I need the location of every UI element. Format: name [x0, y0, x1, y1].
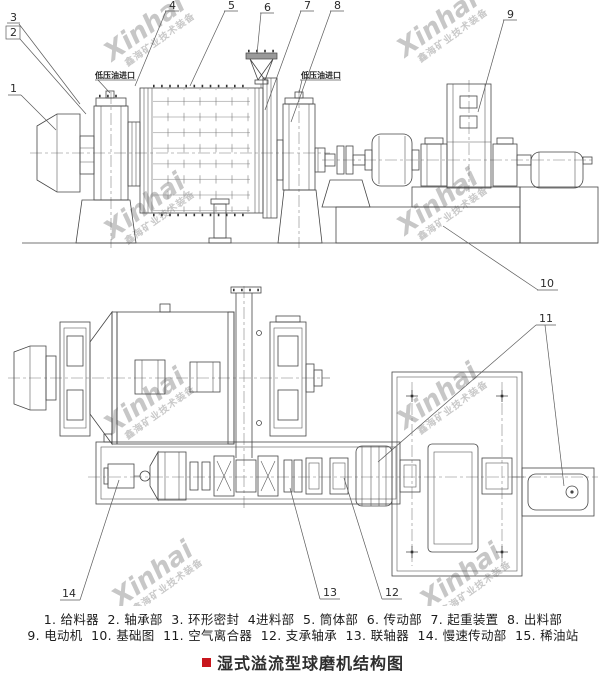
drum-plan	[89, 303, 235, 446]
reducer	[157, 451, 187, 501]
feed-part	[127, 121, 141, 187]
drive-base-plan	[95, 433, 401, 505]
title-bullet	[201, 657, 211, 667]
motor-plan	[427, 443, 479, 553]
watermark-brand: Xinhai	[97, 0, 192, 69]
callout-7: 7	[304, 0, 311, 12]
coupling-flange-a	[283, 459, 293, 493]
callout-5: 5	[228, 0, 235, 12]
air-clutch	[355, 445, 393, 507]
motor	[530, 151, 584, 189]
callout-3: 3	[10, 11, 17, 24]
callout-13: 13	[323, 586, 337, 599]
legend-line-2: 9. 电动机 10. 基础图 11. 空气离合器 12. 支承轴承 13. 联轴…	[27, 628, 579, 643]
mill-shell	[139, 84, 264, 217]
manhole-2	[189, 361, 221, 393]
callout-12: 12	[385, 586, 399, 599]
discharge-part	[276, 91, 326, 191]
plan-view: 11 12 13 14	[8, 286, 598, 601]
callout-2-box	[5, 25, 21, 40]
callout-4: 4	[169, 0, 176, 12]
pinion-bearing-a	[213, 455, 235, 497]
page-title: 湿式溢流型球磨机结构图	[216, 654, 404, 673]
coupling-flange-b	[293, 459, 303, 493]
callout-9: 9	[507, 8, 514, 21]
callouts-bottom: 11 12 13 14	[60, 312, 565, 601]
bearing-part-left	[93, 90, 129, 201]
pinion-line	[213, 455, 349, 497]
drive-train	[324, 83, 593, 189]
callout-11: 11	[539, 312, 553, 325]
foundation	[22, 179, 599, 244]
bearing-housing-right-plan	[269, 315, 330, 437]
callout-6: 6	[264, 1, 271, 14]
manhole-1	[134, 359, 166, 395]
slow-transmission	[103, 450, 211, 502]
support-bearing	[329, 457, 349, 495]
legend-line-1: 1. 给料器 2. 轴承部 3. 环形密封 4进料部 5. 筒体部 6. 传动部…	[43, 612, 563, 627]
bearing-housing-left-plan	[59, 321, 91, 437]
oil-station	[521, 467, 595, 517]
aux-motor	[107, 463, 135, 489]
pinion-bearing-b	[257, 455, 279, 497]
pinion	[235, 459, 257, 493]
side-elevation-view: 3 2 1 4 5 6 7 8 9 10 低压油进口 低压油进口	[5, 0, 599, 291]
ring-gear	[262, 77, 278, 219]
callout-1: 1	[10, 82, 17, 95]
callout-10: 10	[540, 277, 554, 290]
callout-8: 8	[334, 0, 341, 12]
motor-frame	[446, 83, 492, 189]
oil-inlet-label-left: 低压油进口	[94, 70, 135, 80]
oil-inlet-labels: 低压油进口 低压油进口	[94, 70, 341, 94]
watermark-brand: Xinhai	[390, 0, 485, 65]
callout-14: 14	[62, 587, 76, 600]
clutch-and-motor-plan	[355, 443, 524, 553]
oil-inlet-fitting-left	[105, 90, 115, 99]
gear-guard-plan	[230, 286, 262, 458]
callouts-top: 3 2 1 4 5 6 7 8 9 10	[5, 0, 558, 291]
feeder-plan	[13, 345, 57, 411]
title-row: 湿式溢流型球磨机结构图	[0, 650, 606, 674]
lifting-device	[245, 49, 278, 88]
callout-2: 2	[10, 26, 17, 39]
oil-inlet-label-right: 低压油进口	[300, 70, 341, 80]
